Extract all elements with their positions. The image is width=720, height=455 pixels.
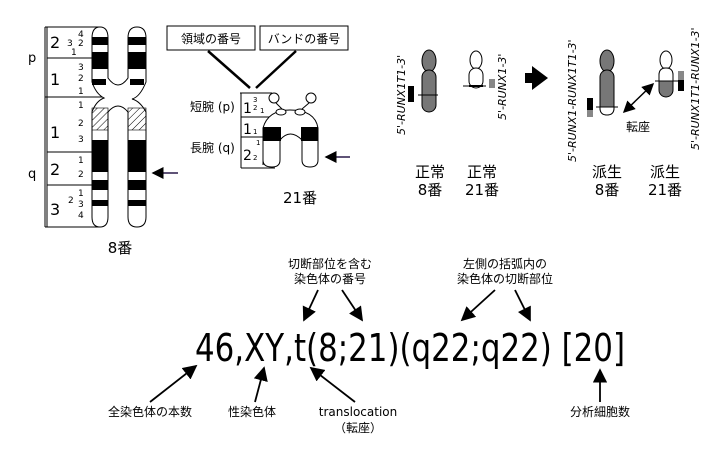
band-number: 2 (78, 119, 84, 129)
chr8-caption: 8番 (108, 239, 133, 257)
band-number: 1 (78, 101, 84, 111)
gene-label: 5'-RUNX1T1-3' (395, 55, 408, 135)
region-number: 1 (243, 101, 252, 117)
band-number: 1 (256, 139, 260, 147)
annotation-total: 全染色体の本数 (108, 404, 192, 419)
chromosome-21-ideogram: 短腕 (p) 長腕 (q) 1 1 2 3 2 1 1 1 2 21番 (190, 92, 350, 207)
annotation-sex: 性染色体 (228, 404, 276, 419)
band-number: 1 (78, 156, 84, 166)
chromosome-8-ideogram: p q 2 1 1 2 3 4 3 2 1 3 2 1 1 2 3 1 2 2 … (28, 26, 178, 257)
band-number: 3 (253, 96, 257, 104)
annotation-breakpoints: 左側の括弧内の (463, 256, 547, 271)
band-number: 3 (78, 135, 84, 145)
band-number: 2 (78, 74, 84, 84)
band-number-callout: バンドの番号 (268, 32, 341, 46)
der8-label: 派生 (592, 163, 622, 181)
band-number: 1 (253, 128, 257, 136)
normal21-label: 21番 (465, 181, 499, 199)
band-number: 1 (260, 107, 264, 115)
annotation-chromosomes: 染色体の番号 (294, 271, 366, 286)
band-number: 4 (78, 30, 84, 40)
exchange-label: 転座 (626, 119, 650, 134)
right-arrow-icon (525, 66, 548, 90)
der21-label: 21番 (648, 181, 682, 199)
band-number: 1 (78, 189, 84, 199)
band-number: 3 (78, 200, 84, 210)
region-number: 2 (50, 33, 60, 52)
band-number: 1 (71, 48, 77, 58)
karyotype-notation: 46,XY,t(8;21)(q22;q22) [20] 切断部位を含む 染色体の… (108, 256, 630, 435)
region-number: 2 (243, 148, 252, 164)
region-number: 1 (50, 123, 60, 142)
band-number: 1 (78, 87, 84, 97)
annotation-translocation: translocation (319, 405, 397, 419)
gene-label: 5'-RUNX1T1-RUNX1-3' (689, 27, 702, 150)
chr21-caption: 21番 (283, 189, 317, 207)
band-number: 2 (253, 104, 257, 112)
der21-label: 派生 (650, 163, 680, 181)
band-number: 2 (68, 196, 74, 206)
band-number: 3 (67, 39, 73, 49)
annotation-translocation: （転座） (334, 420, 382, 435)
annotation-chromosomes: 切断部位を含む (288, 256, 372, 271)
region-number: 2 (50, 160, 60, 179)
long-arm-label: 長腕 (q) (190, 140, 235, 155)
annotation-breakpoints: 染色体の切断部位 (457, 271, 553, 286)
region-number-callout: 領域の番号 (181, 31, 241, 46)
exchange-arrow (622, 82, 655, 114)
callouts: 領域の番号 バンドの番号 (166, 25, 349, 89)
band-number: 2 (253, 154, 257, 162)
band-number: 2 (78, 39, 84, 49)
band-number: 3 (78, 63, 84, 73)
band-number: 4 (78, 211, 84, 221)
annotation-cells: 分析細胞数 (570, 404, 630, 419)
region-number: 1 (243, 122, 252, 138)
der8-label: 8番 (595, 181, 620, 199)
normal8-label: 8番 (418, 181, 443, 199)
gene-label: 5'-RUNX1-3' (496, 54, 509, 120)
normal8-label: 正常 (415, 163, 445, 181)
translocation-schematic: 5'-RUNX1T1-3' 5'-RUNX1-3' 5'-RUNX1-RUNX1… (395, 27, 702, 199)
region-number: 3 (50, 200, 60, 219)
region-number: 1 (50, 70, 60, 89)
karyotype-formula: 46,XY,t(8;21)(q22;q22) [20] (195, 326, 625, 370)
band-number: 2 (78, 170, 84, 180)
gene-label: 5'-RUNX1-RUNX1T1-3' (566, 39, 579, 162)
short-arm-label: 短腕 (p) (190, 99, 235, 114)
p-arm-label: p (28, 51, 36, 66)
normal21-label: 正常 (467, 163, 497, 181)
q-arm-label: q (28, 167, 36, 182)
